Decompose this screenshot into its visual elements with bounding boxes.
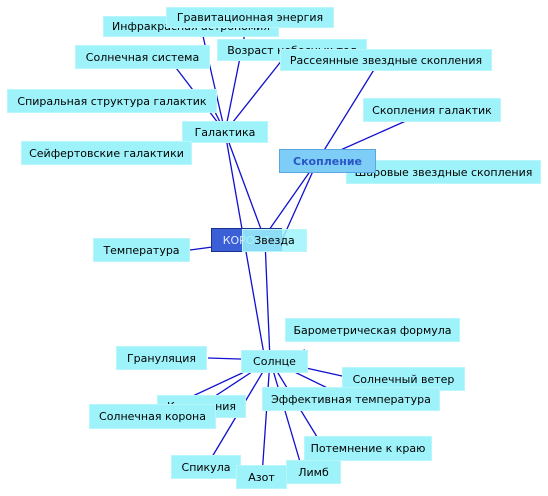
node-galaxy-clusters[interactable]: Скопления галактик — [363, 98, 501, 122]
edge-line — [264, 239, 271, 361]
edge-line — [261, 359, 271, 477]
node-barometric[interactable]: Барометрическая формула — [285, 318, 460, 342]
node-effective-temp[interactable]: Эффективная температура — [262, 387, 440, 411]
node-granulation[interactable]: Грануляция — [116, 346, 207, 370]
node-nitrogen[interactable]: Азот — [236, 465, 287, 489]
node-sun[interactable]: Солнце — [241, 350, 308, 373]
edge-line — [224, 17, 249, 133]
node-cluster[interactable]: Скопление — [279, 149, 376, 173]
node-open-clusters[interactable]: Рассеянные звездные скопления — [280, 49, 492, 71]
edge-line — [261, 159, 319, 241]
edge-line — [269, 359, 304, 473]
edge-line — [224, 131, 266, 241]
node-solar-corona[interactable]: Солнечная корона — [89, 404, 216, 429]
edge-line — [281, 159, 319, 241]
node-galaxy[interactable]: Галактика — [182, 121, 268, 143]
node-spicule[interactable]: Спикула — [171, 455, 241, 479]
node-gravity[interactable]: Гравитационная энергия — [166, 7, 334, 28]
node-limb[interactable]: Лимб — [286, 460, 341, 484]
node-solar-system[interactable]: Солнечная система — [75, 45, 210, 69]
node-star[interactable]: Звезда — [242, 229, 307, 252]
node-seyfert[interactable]: Сейфертовские галактики — [21, 141, 192, 165]
node-spiral[interactable]: Спиральная структура галактик — [7, 89, 217, 113]
edge-line — [317, 59, 381, 161]
edge-line — [199, 22, 226, 133]
node-globular[interactable]: Шаровые звездные скопления — [346, 160, 541, 184]
node-temperature[interactable]: Температура — [93, 238, 190, 262]
edge-line — [224, 49, 291, 133]
node-limb-darkening[interactable]: Потемнение к краю — [304, 436, 432, 461]
